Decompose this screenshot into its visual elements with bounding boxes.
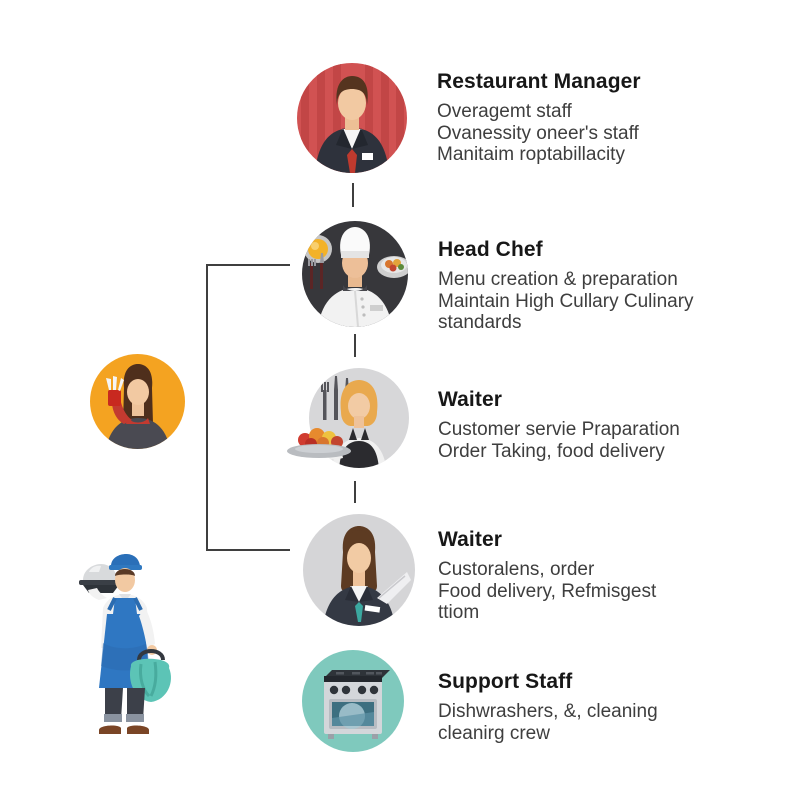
chef-text-block: Head Chef Menu creation & preparation Ma…	[438, 238, 738, 334]
stove-icon	[302, 650, 404, 752]
node-description-line: Maintain High Cullary Culinary	[438, 290, 694, 312]
node-title: Waiter	[438, 528, 502, 551]
node-title: Waiter	[438, 388, 502, 411]
node-description-line: Order Taking, food delivery	[438, 440, 665, 462]
node-description-line: Custoralens, order	[438, 559, 595, 580]
waitress-serving-icon	[283, 368, 411, 474]
node-title: Head Chef	[438, 238, 543, 261]
node-description-line: Food delivery, Refmisgest	[438, 580, 657, 602]
cook-woman-avatar-icon	[90, 354, 185, 449]
node-description-line: Overagemt staff	[437, 101, 572, 122]
bracket-top-line	[206, 264, 290, 266]
bracket-bottom-line	[206, 549, 290, 551]
node-description-line: Customer servie Praparation	[438, 419, 680, 440]
chef-avatar-icon	[302, 221, 408, 327]
waiter2-text-block: Waiter Custoralens, order Food delivery,…	[438, 528, 738, 624]
cleaner-figure-icon	[55, 548, 180, 743]
support-text-block: Support Staff Dishwrashers, &, cleaning …	[438, 670, 738, 744]
hostess-avatar-icon	[303, 514, 415, 626]
node-description-line: ttiom	[438, 602, 480, 623]
node-title: Support Staff	[438, 670, 573, 693]
node-description-line: cleanirg crew	[438, 722, 550, 744]
manager-avatar-icon	[297, 63, 407, 173]
bracket-vertical-line	[206, 264, 208, 551]
node-description-line: Dishwrashers, &, cleaning	[438, 701, 658, 722]
node-description-line: Ovanessity oneer's staff	[437, 122, 639, 144]
manager-text-block: Restaurant Manager Overagemt staff Ovane…	[437, 70, 737, 166]
node-title: Restaurant Manager	[437, 70, 641, 93]
node-description-line: standards	[438, 312, 522, 333]
waiter1-text-block: Waiter Customer servie Praparation Order…	[438, 388, 738, 462]
connector-waiter-waiter	[354, 481, 356, 503]
node-description-line: Manitaim roptabillacity	[437, 144, 625, 165]
connector-manager-chef	[352, 183, 354, 207]
node-description-line: Menu creation & preparation	[438, 269, 678, 290]
connector-chef-waiter	[354, 334, 356, 357]
